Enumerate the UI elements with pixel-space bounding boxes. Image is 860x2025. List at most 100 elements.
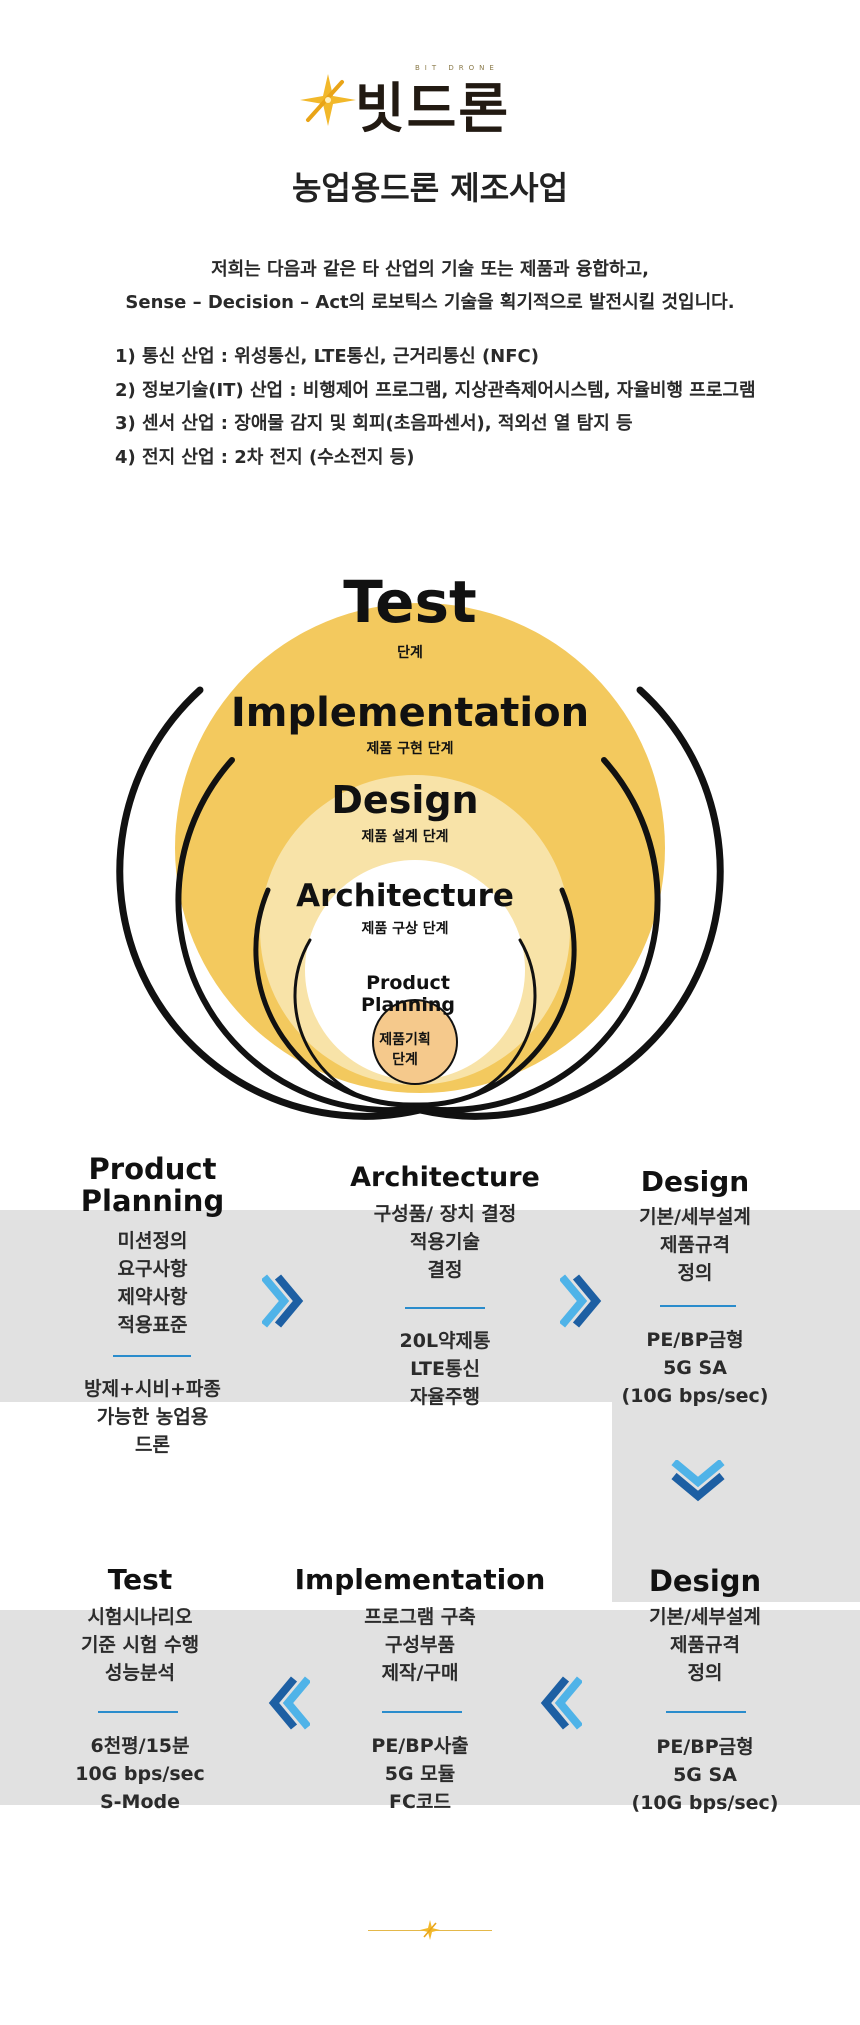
list-item: 4) 전지 산업 : 2차 전지 (수소전지 등) [115,446,415,468]
stage-divider [113,1355,191,1357]
stage-divider [405,1307,485,1309]
brand-logo [290,62,570,132]
stage-item: 구성품/ 장치 결정 [373,1203,517,1225]
stage-item: 요구사항 [117,1258,188,1280]
stage-spec: S-Mode [99,1791,181,1813]
intro-line: 저희는 다음과 같은 타 산업의 기술 또는 제품과 융합하고, [211,259,649,280]
stage-spec: (10G bps/sec) [631,1792,779,1814]
flow-band-gap [0,1402,612,1610]
stage-spec: PE/BP사출 [371,1735,469,1757]
stage-architecture-title: Architecture [350,1162,540,1193]
diagram-test-sub: 단계 [397,645,423,661]
stage-spec: 5G SA [673,1764,737,1786]
flow-band-bottom [0,1610,860,1805]
industry-list: 1) 통신 산업 : 위성통신, LTE통신, 근거리통신 (NFC) 2) 정… [115,340,756,474]
stage-title-line: Planning [80,1184,225,1218]
core-circle [373,1000,457,1084]
diagram-implementation-title: Implementation [230,690,590,736]
page-title: 농업용드론 제조사업 [291,169,569,207]
list-item: 3) 센서 산업 : 장애물 감지 및 회피(초음파센서), 적외선 열 탐지 … [115,413,633,434]
stage-test-title: Test [107,1563,173,1596]
stage-item: 기본/세부설계 [639,1206,751,1228]
stage-design-top-title: Design [640,1165,750,1198]
stage-test-items: 시험시나리오 기준 시험 수행 성능분석 [45,1603,235,1687]
intro-line: Sense – Decision – Act의 로보틱스 기술을 획기적으로 발… [125,292,735,313]
stage-item: 제품규격 [670,1634,740,1656]
stage-planning-title: Product Planning [50,1153,255,1217]
diagram-design-sub: 제품 설계 단계 [361,829,449,845]
stage-spec: 드론 [135,1434,170,1456]
stage-test-specs: 6천평/15분 10G bps/sec S-Mode [45,1732,235,1816]
stage-spec: 5G SA [663,1357,727,1379]
diagram-architecture-title: Architecture [296,878,514,914]
chevron-down-icon [671,1460,725,1502]
stage-item: 제작/구매 [381,1662,459,1684]
stage-architecture-specs: 20L약제통 LTE통신 자율주행 [340,1327,550,1411]
stage-item: 적용기술 [410,1231,480,1253]
stage-item: 구성부품 [385,1634,455,1656]
stage-spec: 방제+시비+파종 [84,1378,221,1400]
diagram-planning-title-line: Planning [361,994,455,1016]
stage-item: 정의 [677,1262,713,1284]
stage-spec: 10G bps/sec [75,1763,205,1785]
logo-text: 빗드론 [355,77,511,140]
stage-divider [666,1711,746,1713]
diagram-implementation-sub: 제품 구현 단계 [366,741,454,757]
stage-spec: PE/BP금형 [646,1329,744,1351]
stage-item: 제약사항 [117,1286,188,1308]
diagram-test-title: Test [343,568,477,636]
diagram-planning-title-line: Product [366,972,450,994]
stage-design-top-specs: PE/BP금형 5G SA (10G bps/sec) [600,1326,790,1410]
diagram-architecture-sub: 제품 구상 단계 [361,921,449,937]
chevron-left-icon [540,1676,582,1730]
stage-item: 제품규격 [660,1234,730,1256]
diagram-planning-title: Product Planning [0,972,838,1016]
footer-star-icon [420,1920,440,1940]
stage-spec: (10G bps/sec) [621,1385,769,1407]
cycle-rings [116,603,724,1120]
stage-planning-specs: 방제+시비+파종 가능한 농업용 드론 [50,1375,255,1459]
stage-spec: 6천평/15분 [90,1735,190,1757]
stage-item: 결정 [427,1259,463,1281]
stage-item: 프로그램 구축 [364,1606,476,1628]
stage-spec: PE/BP금형 [656,1736,754,1758]
stage-implementation-title: Implementation [294,1563,546,1596]
stage-spec: FC코드 [389,1791,451,1813]
diagram-planning-sub-line: 제품기획 [379,1032,431,1048]
stage-design-bottom-items: 기본/세부설계 제품규격 정의 [610,1603,800,1687]
stage-divider [98,1711,178,1713]
stage-spec: 가능한 농업용 [96,1406,209,1428]
stage-item: 시험시나리오 [87,1606,193,1628]
chevron-right-icon [262,1274,304,1328]
chevron-left-icon [268,1676,310,1730]
stage-item: 미션정의 [117,1230,188,1252]
stage-spec: 자율주행 [410,1386,480,1408]
list-item: 1) 통신 산업 : 위성통신, LTE통신, 근거리통신 (NFC) [115,346,539,367]
stage-implementation-specs: PE/BP사출 5G 모듈 FC코드 [285,1732,555,1816]
stage-design-top-items: 기본/세부설계 제품규격 정의 [600,1203,790,1287]
stage-item: 기준 시험 수행 [80,1634,200,1656]
inner-circle [305,860,525,1080]
stage-spec: 20L약제통 [399,1330,491,1352]
stage-divider [382,1711,462,1713]
diagram-planning-sub: 제품기획 단계 [0,1030,835,1070]
stage-planning-items: 미션정의 요구사항 제약사항 적용표준 [50,1227,255,1339]
chevron-right-icon [560,1274,602,1328]
star-logo-icon [300,74,356,126]
stage-design-bottom-title: Design [648,1564,762,1598]
stage-item: 기본/세부설계 [649,1606,761,1628]
stage-item: 정의 [687,1662,723,1684]
list-item: 2) 정보기술(IT) 산업 : 비행제어 프로그램, 지상관측제어시스템, 자… [115,379,756,401]
development-cycle-diagram: Test 단계 Implementation 제품 구현 단계 Design 제… [0,560,860,1120]
stage-divider [660,1305,736,1307]
stage-implementation-items: 프로그램 구축 구성부품 제작/구매 [285,1603,555,1687]
diagram-design-title: Design [331,778,479,822]
intro-text: 저희는 다음과 같은 타 산업의 기술 또는 제품과 융합하고, Sense –… [0,253,860,319]
stage-spec: 5G 모듈 [384,1763,456,1785]
flow-band-right [612,1402,860,1602]
logo-subtext: BIT DRONE [415,64,499,72]
stage-design-bottom-specs: PE/BP금형 5G SA (10G bps/sec) [610,1733,800,1817]
diagram-planning-sub-line: 단계 [392,1052,418,1068]
stage-spec: LTE통신 [410,1358,480,1380]
stage-item: 적용표준 [117,1314,188,1336]
